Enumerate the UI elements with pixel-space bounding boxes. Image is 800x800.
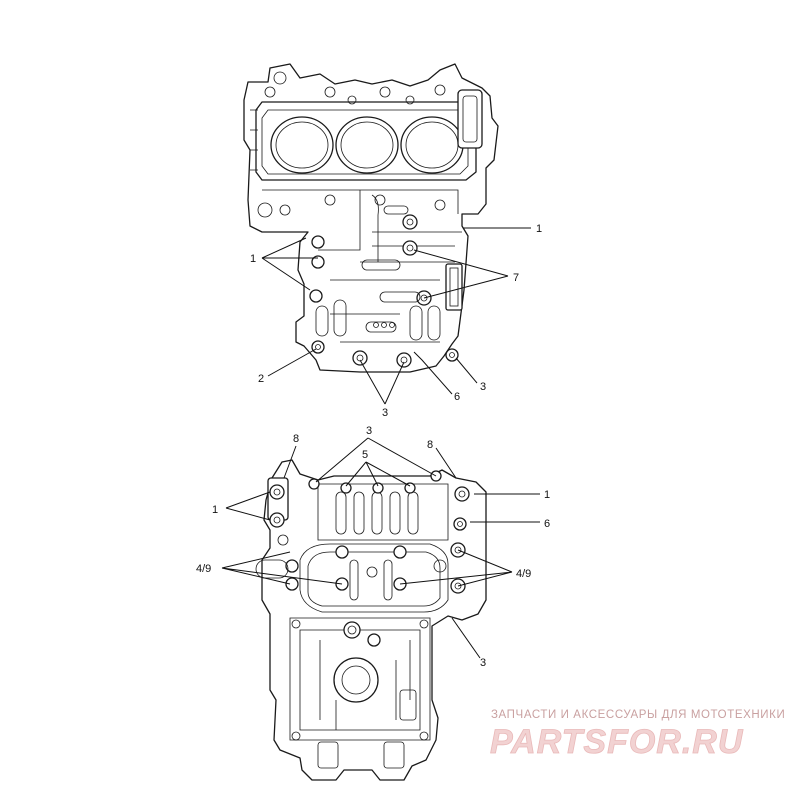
upper-leaders [261, 227, 531, 405]
callout-3-lower-top: 3 [366, 425, 372, 437]
callout-1-upper-right: 1 [536, 223, 542, 235]
watermark: ЗАПЧАСТИ И АКСЕССУАРЫ ДЛЯ МОТОТЕХНИКИ PA… [490, 709, 785, 761]
callout-6-upper: 6 [454, 391, 460, 403]
callout-1-lower-right: 1 [544, 489, 550, 501]
callout-2: 2 [258, 373, 264, 385]
callout-3-upper-bottom: 3 [382, 407, 388, 419]
upper-callouts: 1 1 7 2 3 6 3 [250, 223, 542, 419]
lower-callouts: 8 3 8 5 1 1 6 4/9 4/9 3 [196, 425, 550, 669]
watermark-tagline: ЗАПЧАСТИ И АКСЕССУАРЫ ДЛЯ МОТОТЕХНИКИ [491, 709, 785, 721]
callout-3-lower-bottom: 3 [480, 657, 486, 669]
callout-4-9-right: 4/9 [516, 568, 531, 580]
callout-1-lower-left: 1 [212, 504, 218, 516]
upper-crankcase-drawing [243, 63, 499, 373]
callout-5: 5 [362, 449, 368, 461]
callout-7: 7 [513, 272, 519, 284]
callout-4-9-left: 4/9 [196, 563, 211, 575]
callout-1-upper-left: 1 [250, 253, 256, 265]
callout-6-lower: 6 [544, 518, 550, 530]
lower-crankcase-drawing [255, 459, 487, 781]
callout-3-upper-right: 3 [480, 381, 486, 393]
callout-8-right: 8 [427, 439, 433, 451]
lower-leaders [221, 437, 540, 659]
callout-8-left: 8 [293, 433, 299, 445]
watermark-logo: PARTSFOR.RU [490, 723, 744, 761]
